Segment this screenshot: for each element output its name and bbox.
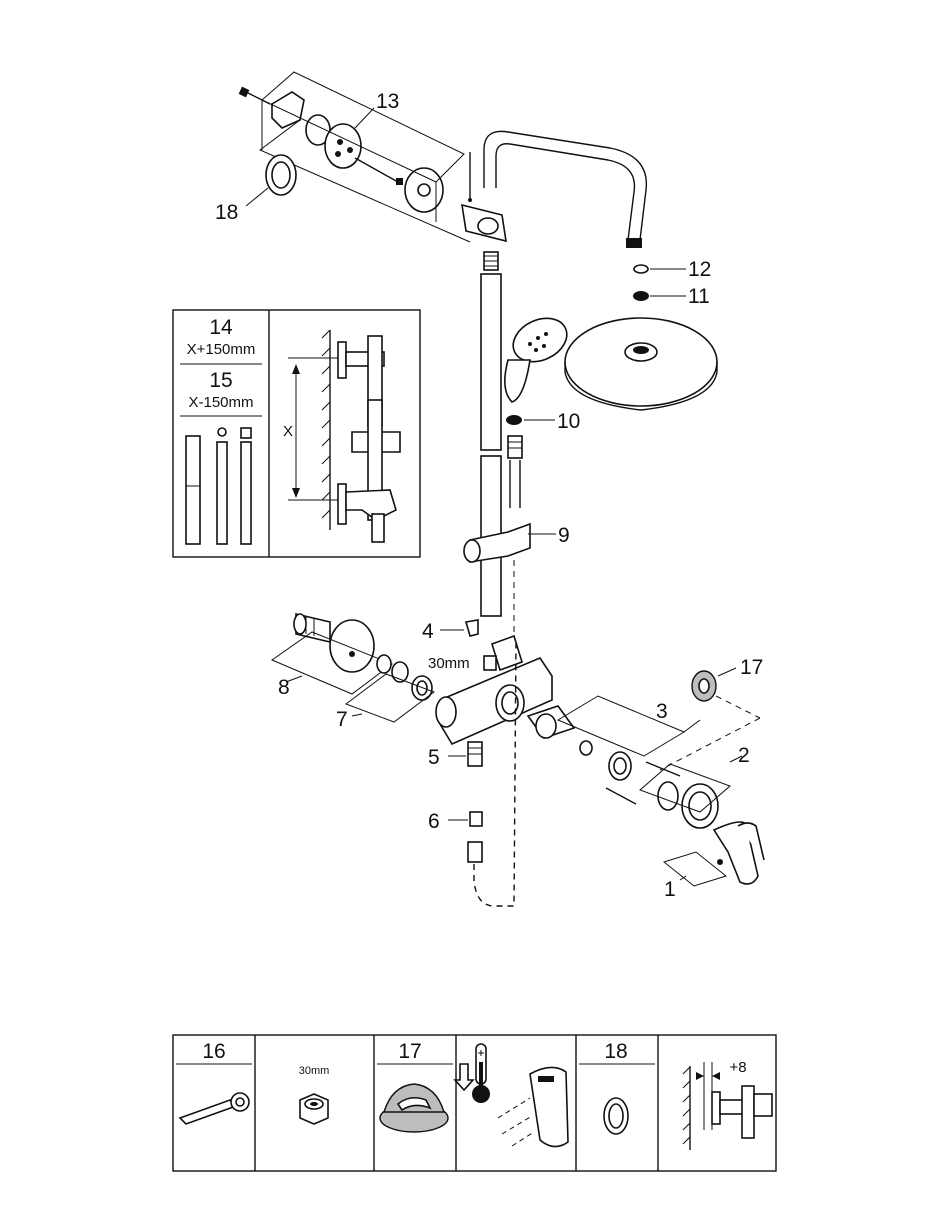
legend-number-17: 17 — [398, 1040, 421, 1063]
legend-nut-size: 30mm — [299, 1065, 330, 1077]
inset-length-15: X-150mm — [188, 394, 253, 411]
lever-handle-icon — [497, 1066, 569, 1148]
slide-bar-holder: 9 — [463, 522, 570, 640]
left-connection-parts: 8 — [270, 612, 394, 699]
callout-1: 1 — [664, 878, 676, 901]
callout-18: 18 — [215, 201, 238, 224]
callout-13: 13 — [376, 90, 399, 113]
inset-dimension-x: X — [283, 423, 293, 440]
ring-icon — [603, 1097, 629, 1135]
callout-3: 3 — [656, 700, 668, 723]
nut-icon — [299, 1093, 329, 1125]
lower-fittings: 5 6 — [428, 639, 517, 907]
legend-number-18: 18 — [604, 1040, 627, 1063]
limit-stop-cap-icon — [379, 1083, 449, 1133]
callout-12: 12 — [688, 258, 711, 281]
hand-shower: 10 — [504, 317, 580, 508]
legend-number-16: 16 — [202, 1040, 225, 1063]
callout-5: 5 — [428, 746, 440, 769]
thermostat-mixer-body: 4 30mm — [422, 619, 553, 746]
nut-size-label: 30mm — [428, 655, 470, 672]
arrow-down-icon — [453, 1063, 475, 1092]
riser-pipe — [480, 130, 648, 617]
callout-8: 8 — [278, 676, 290, 699]
legend-table: 16 30mm 17 — [172, 1034, 777, 1172]
callout-7: 7 — [336, 708, 348, 731]
right-handle-parts: 3 2 17 1 — [526, 656, 765, 901]
wall-offset-icon — [682, 1062, 773, 1150]
legend-offset-label: +8 — [729, 1059, 746, 1076]
thermometer-icon — [472, 1043, 490, 1103]
inset-length-14: X+150mm — [187, 341, 256, 358]
callout-17: 17 — [740, 656, 763, 679]
nut-and-washer: 7 — [336, 654, 436, 731]
wall-bracket-assembly: 13 18 — [215, 71, 507, 243]
inset-number-14: 14 — [209, 316, 233, 339]
callout-11: 11 — [688, 285, 710, 308]
inset-number-15: 15 — [209, 369, 232, 392]
callout-2: 2 — [738, 744, 750, 767]
head-shower-assembly: 12 11 — [564, 258, 718, 411]
callout-6: 6 — [428, 810, 440, 833]
callout-9: 9 — [558, 524, 570, 547]
callout-4: 4 — [422, 620, 434, 643]
callout-10: 10 — [557, 410, 580, 433]
inset-box-riser-lengths: 14 X+150mm 15 X-150mm X — [172, 309, 421, 558]
wrench-icon — [178, 1092, 250, 1125]
